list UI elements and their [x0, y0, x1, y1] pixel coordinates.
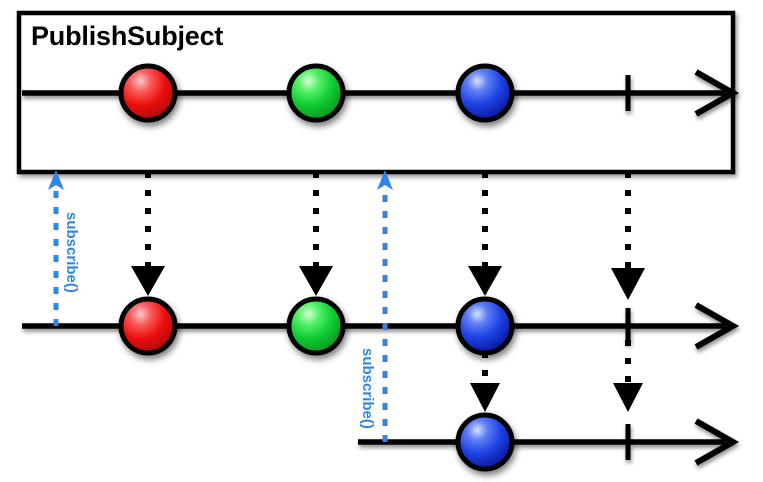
marble-green-source[interactable] [286, 63, 346, 123]
marble-green-sub1-circle[interactable] [286, 296, 346, 356]
subscriber-two-timeline [358, 418, 740, 466]
marble-red-source[interactable] [118, 63, 178, 123]
subscribe-arrow-one-head [48, 170, 64, 190]
emission-red-head [131, 266, 165, 296]
subscribe-arrow-two-head [377, 170, 393, 190]
emission-complete-to-sub1 [611, 172, 645, 300]
marble-blue-sub1[interactable] [455, 296, 515, 356]
emission-green-head [299, 266, 333, 296]
emission-blue-head-2 [470, 383, 500, 412]
emission-blue-to-sub1 [468, 172, 502, 296]
subscribe-label-two: subscribe() [359, 348, 376, 429]
marble-green-source-circle[interactable] [286, 63, 346, 123]
marble-blue-source[interactable] [455, 63, 515, 123]
timeline-3-arrowhead [694, 418, 740, 466]
marble-red-sub1[interactable] [118, 296, 178, 356]
subscribe-arrow-one [48, 170, 64, 326]
marble-blue-sub2-circle[interactable] [455, 412, 515, 472]
emission-green-to-sub1 [299, 172, 333, 296]
marble-red-sub1-circle[interactable] [118, 296, 178, 356]
marble-blue-sub2[interactable] [455, 412, 515, 472]
marble-red-source-circle[interactable] [118, 63, 178, 123]
emission-complete-head-1 [611, 268, 645, 300]
subscribe-arrow-two [377, 170, 393, 442]
timeline-1-arrowhead [694, 69, 740, 117]
marble-green-sub1[interactable] [286, 296, 346, 356]
publish-subject-title: PublishSubject [31, 21, 224, 51]
marble-blue-source-circle[interactable] [455, 63, 515, 123]
timeline-2-arrowhead [694, 302, 740, 350]
emission-complete-head-2 [613, 383, 643, 412]
emission-complete-to-sub2 [613, 340, 643, 412]
marble-blue-sub1-circle[interactable] [455, 296, 515, 356]
emission-blue-to-sub2 [470, 352, 500, 412]
emission-red-to-sub1 [131, 172, 165, 296]
emission-blue-head [468, 266, 502, 296]
subscribe-label-one: subscribe() [63, 212, 80, 293]
